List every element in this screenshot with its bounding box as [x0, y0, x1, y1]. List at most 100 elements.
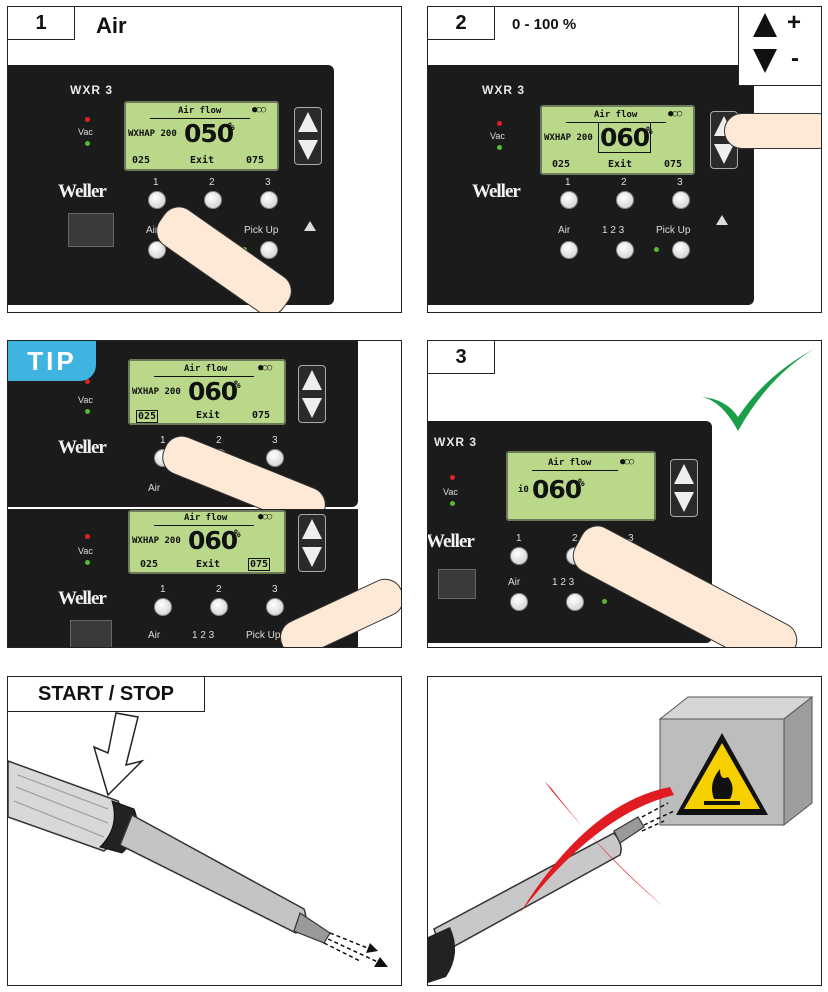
pointing-finger-icon [724, 113, 821, 149]
preset-1-label: 1 [153, 177, 159, 188]
esd-icon [304, 221, 316, 231]
preset-3-button[interactable] [672, 191, 690, 209]
power-switch[interactable] [68, 213, 114, 247]
lcd-min-value: 025 [552, 159, 571, 170]
preset-row-label: 1 2 3 [192, 630, 215, 641]
lcd-tool-name: WXHAP 200 [128, 129, 177, 139]
pickup-led [602, 599, 607, 604]
tip-badge: TIP [8, 341, 96, 381]
lcd-max-value: 075 [252, 410, 271, 421]
preset-3-button[interactable] [266, 449, 284, 467]
lcd-mode-dots: ●○○ [252, 105, 266, 115]
preset-select-button[interactable] [616, 241, 634, 259]
lcd-divider [154, 525, 254, 526]
power-switch[interactable] [70, 620, 112, 647]
lcd-display: Air flow ●○○ WXHAP 200 060 % 025 Exit 07… [128, 359, 286, 425]
updown-keys[interactable] [298, 514, 326, 572]
panel-start-stop: START / STOP [7, 676, 402, 986]
preset-2-button[interactable] [204, 191, 222, 209]
vac-led-red [497, 121, 502, 126]
preset-1-button[interactable] [560, 191, 578, 209]
preset-3-label: 3 [272, 435, 278, 446]
preset-2-button[interactable] [210, 598, 228, 616]
pickup-led [654, 247, 659, 252]
preset-1-label: 1 [160, 435, 166, 446]
up-arrow-icon[interactable] [302, 519, 322, 539]
updown-keys[interactable] [298, 365, 326, 423]
vac-led-red [85, 117, 90, 122]
preset-3-button[interactable] [260, 191, 278, 209]
air-button[interactable] [148, 241, 166, 259]
lcd-airflow-value: 060 [188, 526, 238, 555]
up-arrow-icon[interactable] [298, 112, 318, 132]
up-arrow-icon[interactable] [674, 464, 694, 484]
lcd-percent: % [234, 527, 241, 540]
vac-label: Vac [490, 131, 505, 141]
down-arrow-icon[interactable] [714, 144, 734, 164]
power-switch[interactable] [438, 569, 476, 599]
pickup-label: Pick Up [244, 225, 279, 236]
lcd-percent: % [646, 124, 653, 137]
lcd-display: Air flow ●○○ WXHAP 200 060 % 025 Exit 07… [128, 510, 286, 574]
down-arrow-icon[interactable] [302, 398, 322, 418]
vac-label: Vac [443, 487, 458, 497]
lcd-airflow-label: Air flow [184, 513, 228, 523]
brand-logo: Weller [58, 437, 107, 458]
lcd-mode-dots: ●○○ [668, 109, 682, 119]
lcd-airflow-value: 050 [184, 119, 234, 148]
preset-1-button[interactable] [148, 191, 166, 209]
air-label: Air [148, 630, 161, 641]
plus-sign: + [787, 9, 802, 36]
preset-select-button[interactable] [566, 593, 584, 611]
station-device: WXR 3 Vac Air flow ●○○ WXHAP 200 060 % 0… [428, 65, 754, 305]
vac-led-red [85, 534, 90, 539]
vac-led-green [85, 409, 90, 414]
preset-3-label: 3 [272, 584, 278, 595]
air-button[interactable] [560, 241, 578, 259]
brand-logo: Weller [472, 181, 521, 202]
hot-air-pencil-illustration [8, 712, 388, 967]
station-device: WXR 3 Vac Air flow ●○○ WXHAP 200 050 % 0… [8, 65, 334, 305]
preset-1-button[interactable] [510, 547, 528, 565]
preset-2-button[interactable] [616, 191, 634, 209]
esd-icon [716, 215, 728, 225]
preset-3-label: 3 [628, 533, 634, 544]
panel-tip: TIP Vac Air flow ●○○ WXHAP 200 060 % 025… [7, 340, 402, 648]
brand-logo: Weller [58, 588, 107, 609]
air-button[interactable] [510, 593, 528, 611]
preset-row-label: 1 2 3 [552, 577, 575, 588]
lcd-airflow-value: 060 [598, 122, 652, 153]
brand-logo: Weller [58, 181, 107, 202]
updown-keys[interactable] [670, 459, 698, 517]
preset-3-button[interactable] [266, 598, 284, 616]
pickup-button[interactable] [672, 241, 690, 259]
start-stop-label: START / STOP [8, 677, 205, 712]
checkmark-icon [702, 349, 814, 431]
lcd-airflow-label: Air flow [594, 110, 638, 120]
up-arrow-icon[interactable] [302, 370, 322, 390]
lcd-percent: % [578, 476, 585, 489]
station-device-lower: Vac Air flow ●○○ WXHAP 200 060 % 025 Exi… [8, 509, 358, 647]
preset-1-label: 1 [160, 584, 166, 595]
plus-minus-legend: + - [738, 7, 821, 86]
step-number: 3 [428, 341, 495, 374]
step-number: 1 [8, 7, 75, 40]
brand-logo: Weller [427, 531, 475, 552]
updown-keys[interactable] [294, 107, 322, 165]
lcd-percent: % [234, 378, 241, 391]
vac-led-green [85, 560, 90, 565]
air-label: Air [146, 225, 159, 236]
lcd-mode-dots: ●○○ [620, 457, 634, 467]
down-arrow-icon[interactable] [674, 492, 694, 512]
down-arrow-icon[interactable] [298, 140, 318, 160]
lcd-display: Air flow ●○○ WXHAP 200 060 % 025 Exit 07… [540, 105, 695, 175]
vac-label: Vac [78, 546, 93, 556]
minus-arrow-icon [753, 49, 777, 73]
lcd-divider [154, 376, 254, 377]
vac-label: Vac [78, 127, 93, 137]
down-arrow-icon[interactable] [302, 547, 322, 567]
panel-step-1: 1 Air WXR 3 Vac Air flow ●○○ WXHAP 200 0… [7, 6, 402, 313]
preset-1-button[interactable] [154, 598, 172, 616]
preset-3-label: 3 [677, 177, 683, 188]
pickup-button[interactable] [260, 241, 278, 259]
